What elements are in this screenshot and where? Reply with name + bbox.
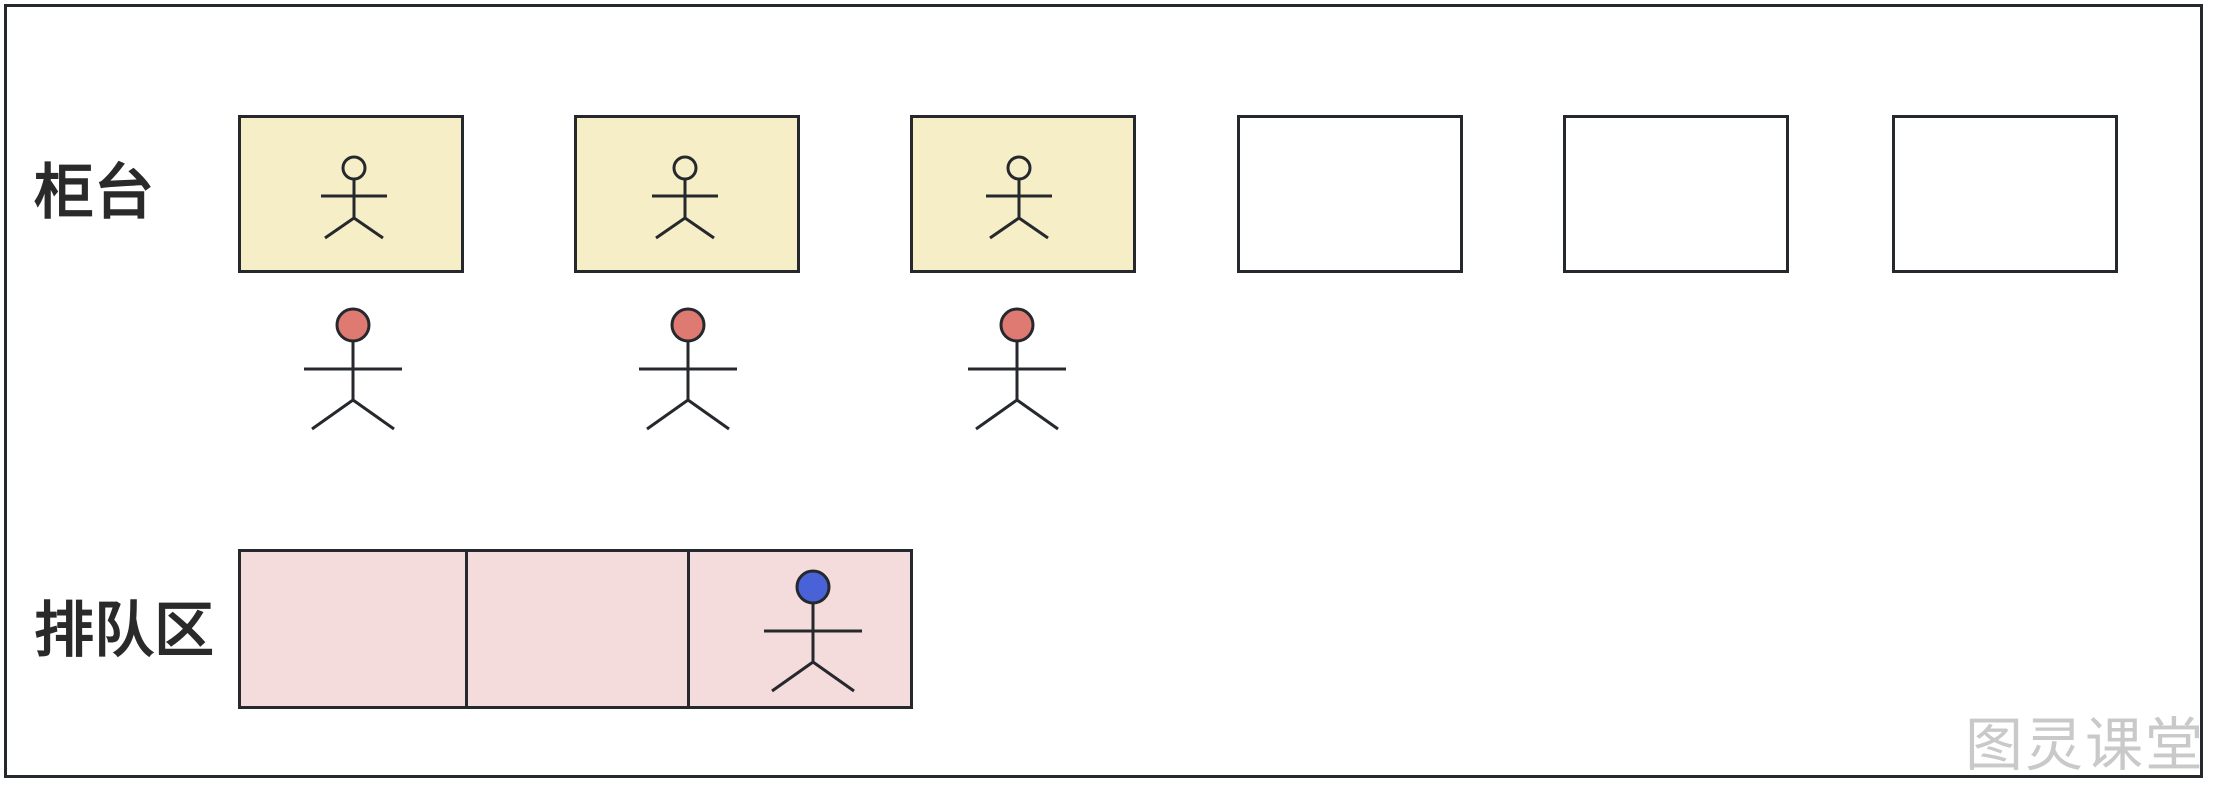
counter-3 — [910, 115, 1136, 273]
watermark: 图灵课堂 — [1964, 711, 2205, 779]
queue-slot-3 — [687, 552, 910, 706]
counter-2 — [574, 115, 800, 273]
counter-5 — [1563, 115, 1789, 273]
queue-slot-2 — [465, 552, 687, 706]
customer-icon — [639, 307, 737, 431]
counter-4 — [1237, 115, 1463, 273]
counters-label: 柜台 — [34, 158, 154, 228]
diagram-frame — [4, 4, 2203, 778]
clerk-icon — [321, 155, 387, 240]
queue-slot-1 — [241, 552, 465, 706]
clerk-icon — [652, 155, 718, 240]
queue-label: 排队区 — [34, 596, 214, 666]
clerk-icon — [986, 155, 1052, 240]
queue-area — [238, 549, 913, 709]
customer-icon — [968, 307, 1066, 431]
customer-icon — [304, 307, 402, 431]
waiting-customer-icon — [764, 569, 862, 693]
counter-1 — [238, 115, 464, 273]
counter-6 — [1892, 115, 2118, 273]
